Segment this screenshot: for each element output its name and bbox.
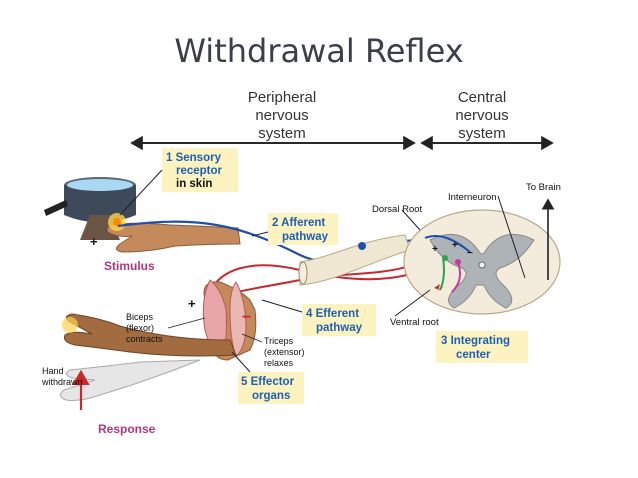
effector-organs-callout: 5 Effector organs	[238, 372, 304, 404]
hand-withdrawn-label: Hand withdrawn	[41, 366, 83, 387]
sensory-leader	[119, 169, 163, 216]
svg-text:nervous: nervous	[455, 107, 508, 124]
central-nervous-system-label: Central nervous system	[455, 89, 508, 142]
response-label: Response	[98, 422, 156, 436]
svg-text:nervous: nervous	[255, 107, 308, 124]
svg-text:(flexor): (flexor)	[126, 323, 154, 333]
synapse-plus-2: +	[452, 240, 458, 251]
stimulus-arm	[106, 213, 241, 253]
prior-arm-ghost	[60, 359, 201, 401]
nerve-cut-end	[298, 261, 308, 285]
svg-text:Triceps: Triceps	[264, 336, 294, 346]
svg-text:Hand: Hand	[42, 366, 64, 376]
svg-text:Biceps: Biceps	[126, 312, 154, 322]
synapse-plus-1: +	[432, 244, 438, 255]
svg-text:in skin: in skin	[176, 178, 212, 190]
integrating-center-callout: 3 Integrating center	[436, 331, 528, 363]
spinal-cord-cross-section	[403, 209, 561, 315]
triceps-minus-sign: −	[242, 309, 251, 326]
svg-text:system: system	[458, 125, 506, 142]
effector-leader	[231, 351, 251, 373]
interneuron-green	[439, 257, 445, 291]
efferent-pathway-callout: 4 Efferent pathway	[302, 304, 376, 336]
biceps-plus-sign: +	[188, 296, 196, 311]
motor-neuron-body	[434, 284, 444, 291]
stimulus-plus-sign: +	[90, 234, 98, 249]
interneuron-label: Interneuron	[448, 192, 497, 203]
svg-text:center: center	[456, 349, 491, 361]
sensory-receptor-callout: 1 Sensory receptor in skin	[162, 148, 238, 192]
svg-text:1 Sensory: 1 Sensory	[166, 152, 222, 164]
page-title: Withdrawal Reflex	[174, 32, 464, 70]
svg-text:withdrawn: withdrawn	[41, 377, 83, 387]
afferent-pathway-callout: 2 Afferent pathway	[268, 213, 338, 245]
ventral-root-leader	[394, 289, 431, 317]
svg-text:pathway: pathway	[282, 231, 329, 243]
interneuron-magenta	[451, 261, 461, 293]
interneuron-leader	[497, 195, 526, 279]
svg-text:4 Efferent: 4 Efferent	[306, 308, 359, 320]
svg-text:(extensor): (extensor)	[264, 347, 305, 357]
svg-text:Peripheral: Peripheral	[248, 89, 316, 106]
afferent-leader	[251, 231, 269, 237]
to-brain-label: To Brain	[526, 182, 561, 193]
svg-text:2 Afferent: 2 Afferent	[272, 217, 325, 229]
svg-text:pathway: pathway	[316, 322, 363, 334]
svg-text:Central: Central	[458, 89, 506, 106]
sensory-neuron-in-cord	[424, 234, 471, 253]
svg-text:relaxes: relaxes	[264, 358, 294, 368]
svg-text:3 Integrating: 3 Integrating	[441, 335, 510, 347]
dorsal-root-leader	[401, 209, 421, 231]
biceps-label: Biceps (flexor) contracts	[126, 312, 163, 344]
synapse-minus: −	[467, 248, 473, 259]
peripheral-nervous-system-label: Peripheral nervous system	[248, 89, 316, 142]
response-arm	[60, 279, 257, 410]
svg-text:receptor: receptor	[176, 165, 223, 177]
svg-text:system: system	[258, 125, 306, 142]
triceps-label: Triceps (extensor) relaxes	[264, 336, 305, 368]
svg-text:5 Effector: 5 Effector	[241, 376, 295, 388]
svg-text:contracts: contracts	[126, 334, 163, 344]
dorsal-root-ganglion	[358, 242, 366, 250]
efferent-leader	[261, 299, 303, 313]
stimulus-label: Stimulus	[104, 259, 155, 273]
dorsal-root-label: Dorsal Root	[372, 204, 423, 215]
svg-text:organs: organs	[252, 390, 290, 402]
ventral-root-label: Ventral root	[390, 317, 439, 328]
